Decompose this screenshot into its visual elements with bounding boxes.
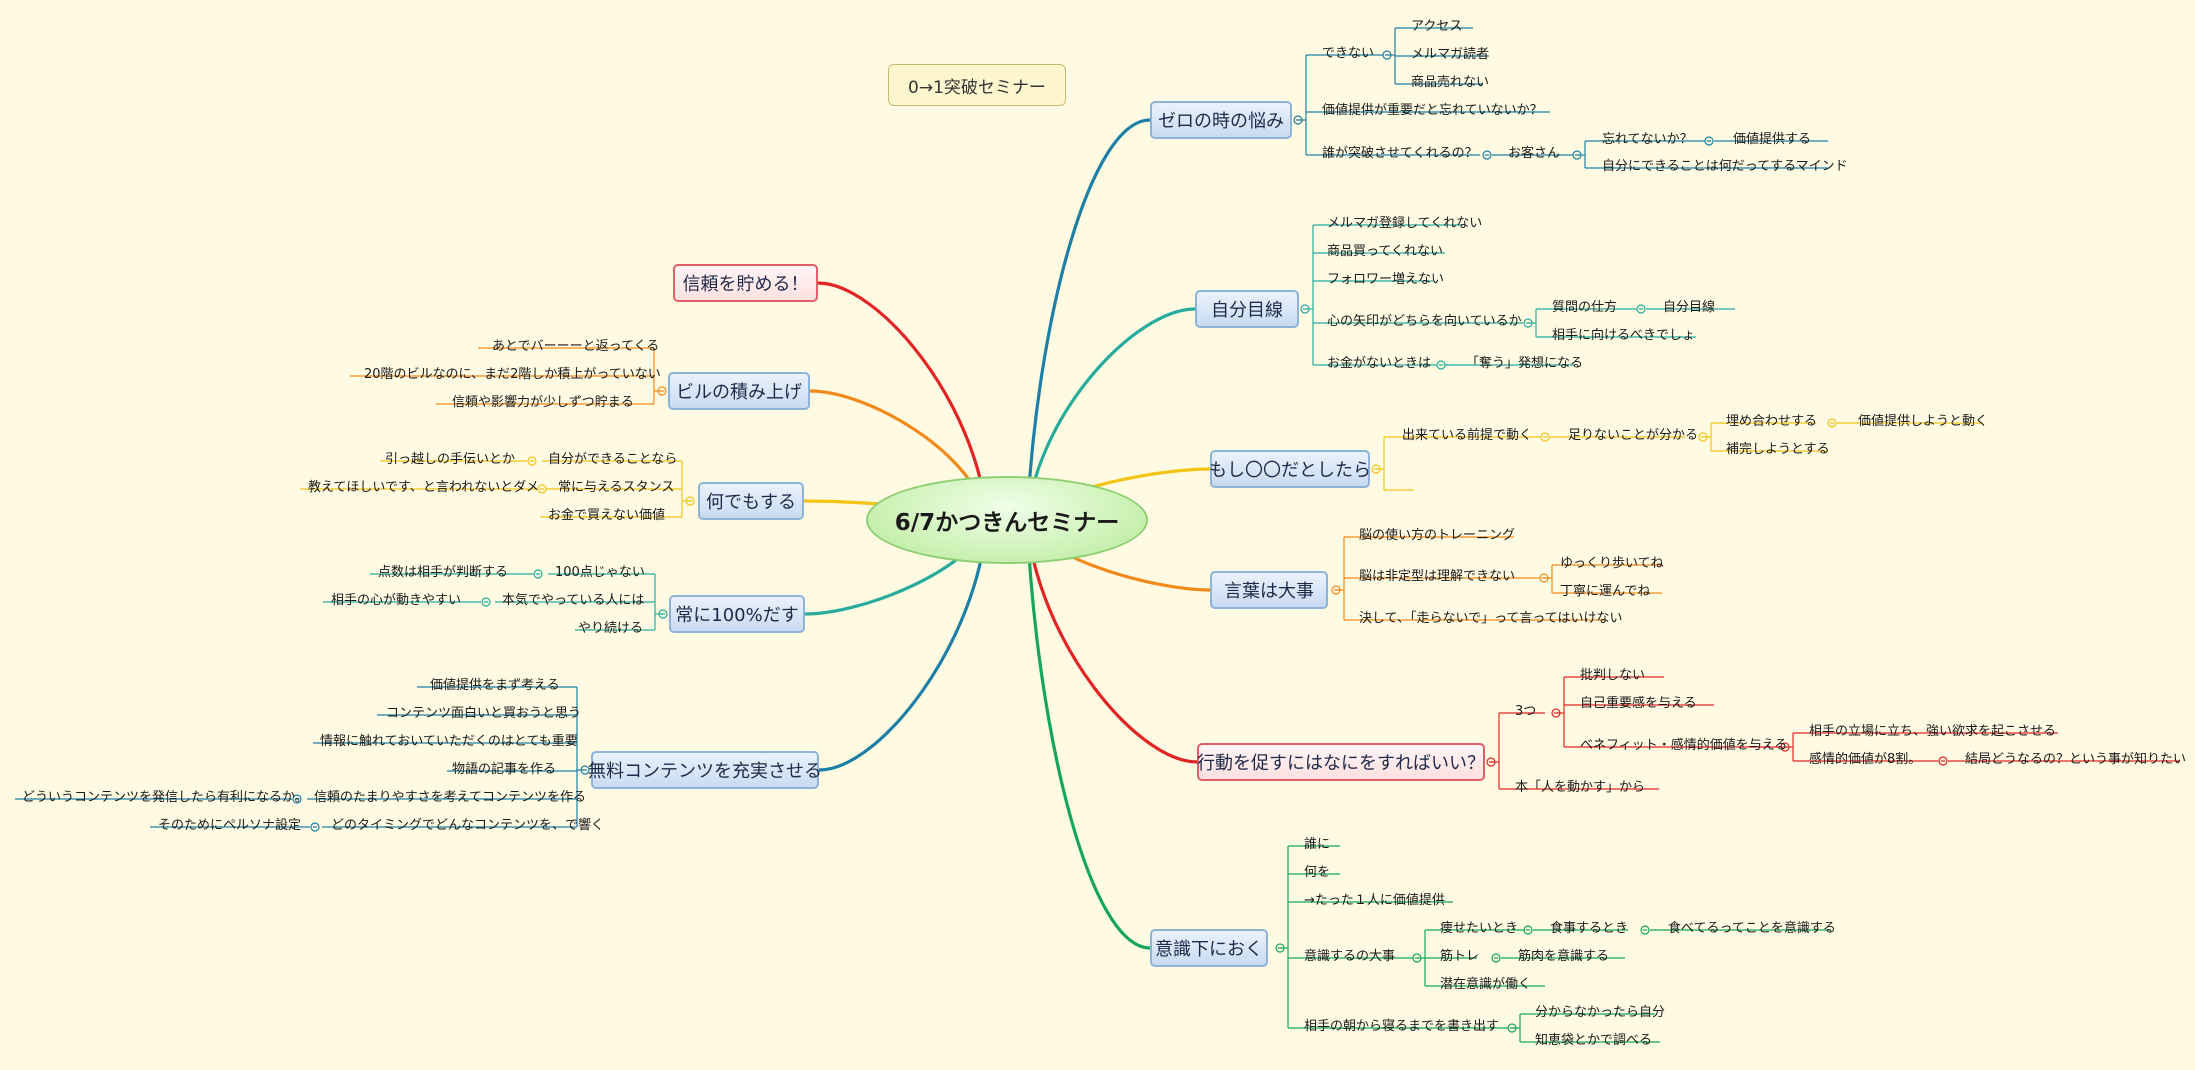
branch-label[interactable]: 「奪う」発想になる (1466, 356, 1584, 371)
main-branch-line (818, 519, 989, 772)
branch-label[interactable]: 常に与えるスタンス (558, 480, 675, 495)
branch-label[interactable]: 潜在意識が働く (1440, 977, 1532, 992)
branch-label[interactable]: 自分ができることなら (548, 452, 678, 467)
main-branch-line (1025, 519, 1198, 764)
branch-label[interactable]: コンテンツ面白いと買おうと思う (386, 706, 582, 721)
branch-label[interactable]: 脳は非定型は理解できない (1359, 569, 1516, 584)
branch-label[interactable]: 出来ている前提で動く (1402, 428, 1533, 443)
branch-label[interactable]: 点数は相手が判断する (378, 565, 509, 580)
branch-label[interactable]: メルマガ登録してくれない (1327, 216, 1483, 231)
main-branch-line (1025, 118, 1151, 521)
branch-label[interactable]: 感情的価値が8割。 (1809, 752, 1922, 767)
branch-label[interactable]: お客さん (1508, 146, 1561, 161)
branch-label[interactable]: 埋め合わせする (1726, 414, 1818, 429)
branch-label[interactable]: アクセス (1411, 19, 1463, 34)
branch-label[interactable]: 相手の心が動きやすい (331, 593, 462, 608)
branch-label[interactable]: 脳の使い方のトレーニング (1359, 528, 1516, 543)
main-branch-line (1025, 519, 1151, 950)
branch-label[interactable]: 分からなかったら自分 (1535, 1005, 1666, 1020)
branch-label[interactable]: 筋トレ (1440, 949, 1480, 964)
branch-label[interactable]: 補完しようとする (1726, 442, 1830, 457)
branch-label[interactable]: どのタイミングでどんなコンテンツを、で響く (331, 818, 605, 833)
branch-label[interactable]: 忘れてないか？ (1602, 132, 1693, 147)
main-branch-line (817, 281, 989, 521)
branch-label[interactable]: 引っ越しの手伝いとか (385, 452, 516, 467)
branch-label[interactable]: 相手の立場に立ち、強い欲求を起こさせる (1809, 724, 2057, 739)
topic-zero-worries[interactable]: ゼロの時の悩み (1150, 101, 1292, 139)
topic-what-if[interactable]: もし〇〇だとしたら (1209, 450, 1371, 488)
branch-label[interactable]: お金で買えない価値 (548, 508, 666, 523)
branch-label[interactable]: 自己重要感を与える (1580, 696, 1697, 711)
branch-label[interactable]: 知恵袋とかで調べる (1535, 1033, 1653, 1048)
branch-label[interactable]: →たった１人に価値提供 (1304, 893, 1445, 908)
branch-label[interactable]: 誰が突破させてくれるの？ (1322, 146, 1478, 161)
branch-label[interactable]: 丁寧に運んでね (1560, 584, 1651, 599)
branch-label[interactable]: 決して、「走らないで」って言ってはいけない (1359, 611, 1623, 626)
branch-label[interactable]: 意識するの大事 (1304, 949, 1396, 964)
branch-label[interactable]: 100点じゃない (555, 565, 645, 580)
branch-label[interactable]: できない (1322, 46, 1375, 61)
branch-label[interactable]: フォロワー増えない (1327, 272, 1445, 287)
branch-label[interactable]: 20階のビルなのに、まだ2階しか積上がっていない (364, 367, 661, 382)
branch-label[interactable]: ゆっくり歩いてね (1560, 556, 1664, 571)
branch-label[interactable]: 何を (1304, 865, 1331, 880)
branch-label[interactable]: 食事するとき (1550, 921, 1629, 936)
branch-label[interactable]: 質問の仕方 (1552, 300, 1618, 315)
branch-label[interactable]: そのためにペルソナ設定 (158, 818, 302, 833)
branch-label[interactable]: 教えてほしいです、と言われないとダメ (308, 480, 539, 495)
branch-label[interactable]: ベネフィット・感情的価値を与える (1580, 738, 1788, 753)
topic-do-anything[interactable]: 何でもする (698, 482, 804, 520)
branch-label[interactable]: 商品買ってくれない (1327, 244, 1443, 259)
branch-label[interactable]: お金がないときは (1327, 356, 1432, 371)
branch-label[interactable]: 足りないことが分かる (1568, 428, 1699, 443)
branch-label[interactable]: 相手に向けるべきでしょ (1552, 328, 1696, 343)
branch-label[interactable]: どういうコンテンツを発信したら有利になるか。 (22, 790, 308, 805)
branch-label[interactable]: 批判しない (1580, 668, 1646, 683)
topic-self-perspective[interactable]: 自分目線 (1195, 290, 1299, 328)
branch-label[interactable]: 信頼のたまりやすさを考えてコンテンツを作る (314, 790, 586, 805)
branch-label[interactable]: 価値提供する (1733, 132, 1812, 147)
branch-label[interactable]: 物語の記事を作る (452, 762, 557, 777)
floating-note[interactable]: 0→1突破セミナー (888, 64, 1066, 106)
topic-prompt-action[interactable]: 行動を促すにはなにをすればいい？ (1197, 743, 1485, 781)
central-topic[interactable]: 6/7かつきんセミナー (866, 476, 1148, 564)
branch-label[interactable]: 本気でやっている人には (502, 593, 645, 608)
topic-building-stack[interactable]: ビルの積み上げ (668, 372, 810, 410)
branch-label[interactable]: 心の矢印がどちらを向いているか (1327, 314, 1522, 329)
branch-label[interactable]: 筋肉を意識する (1518, 949, 1610, 964)
branch-label[interactable]: 3つ (1515, 704, 1537, 719)
branch-label[interactable]: 結局どうなるの？という事が知りたい (1965, 752, 2187, 767)
topic-free-content[interactable]: 無料コンテンツを充実させる (588, 751, 822, 789)
branch-label[interactable]: あとでバーーーと返ってくる (492, 339, 660, 354)
topic-always-100[interactable]: 常に100%だす (669, 595, 805, 633)
topic-build-trust[interactable]: 信頼を貯める！ (673, 264, 818, 302)
topic-subconscious[interactable]: 意識下におく (1150, 929, 1268, 967)
branch-label[interactable]: 価値提供が重要だと忘れていないか？ (1322, 103, 1543, 118)
branch-label[interactable]: 価値提供しようと動く (1858, 414, 1989, 429)
branch-label[interactable]: 誰に (1304, 837, 1331, 852)
branch-label[interactable]: 自分にできることは何だってするマインド (1602, 159, 1848, 174)
branch-label[interactable]: 食べてるってことを意識する (1668, 921, 1836, 936)
branch-label[interactable]: 商品売れない (1411, 75, 1490, 90)
branch-label[interactable]: 本「人を動かす」から (1515, 780, 1646, 795)
branch-label[interactable]: 情報に触れておいていただくのはとても重要 (320, 734, 578, 749)
branch-label[interactable]: メルマガ読者 (1411, 47, 1490, 62)
branch-label[interactable]: 痩せたいとき (1440, 921, 1519, 936)
branch-label[interactable]: 信頼や影響力が少しずつ貯まる (452, 395, 634, 410)
branch-label[interactable]: 自分目線 (1663, 300, 1716, 315)
topic-words-matter[interactable]: 言葉は大事 (1210, 571, 1328, 609)
branch-label[interactable]: 価値提供をまず考える (430, 678, 560, 693)
branch-label[interactable]: やり続ける (578, 621, 644, 636)
branch-label[interactable]: 相手の朝から寝るまでを書き出す (1304, 1019, 1500, 1034)
